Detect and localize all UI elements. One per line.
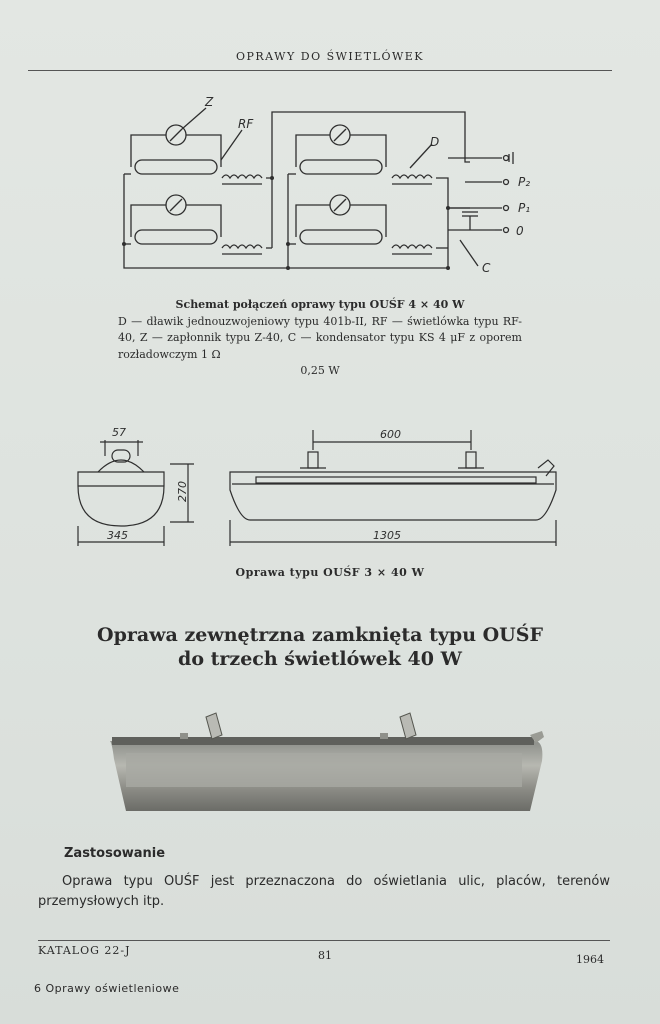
label-rf: RF	[238, 117, 254, 131]
choke-3	[391, 174, 433, 180]
dim-270: 270	[176, 481, 189, 502]
footer-rule	[38, 940, 610, 941]
dimension-drawing: 57 270 345 600 1305	[77, 426, 557, 546]
main-title: Oprawa zewnętrzna zamknięta typu OUŚF do…	[0, 623, 640, 671]
year: 1964	[576, 953, 604, 966]
label-z: Z	[204, 95, 214, 109]
luminaire-photo	[110, 712, 544, 811]
end-view-housing	[77, 471, 165, 527]
label-p1: P₁	[518, 201, 530, 215]
running-header: OPRAWY DO ŚWIETLÓWEK	[235, 50, 425, 63]
label-p2: P₂	[518, 175, 530, 189]
dim-1305: 1305	[373, 529, 401, 542]
page-number: 81	[318, 949, 332, 962]
schematic-caption: Schemat połączeń oprawy typu OUŚF 4 × 40…	[118, 297, 522, 380]
tube-1	[134, 159, 218, 175]
schematic-caption-body: D — dławik jednouzwojeniowy typu 401b-II…	[118, 314, 522, 361]
dim-57: 57	[112, 426, 126, 439]
tube-2	[134, 229, 218, 245]
section-note: 6 Oprawy oświetleniowe	[34, 982, 180, 995]
choke-4	[391, 244, 433, 250]
application-heading: Zastosowanie	[64, 846, 166, 861]
dimension-caption: Oprawa typu OUŚF 3 × 40 W	[235, 566, 425, 579]
tube-4	[299, 229, 383, 245]
wiring-schematic: Z RF D C P₂ P₁ 0	[122, 95, 530, 275]
schematic-caption-title: Schemat połączeń oprawy typu OUŚF 4 × 40…	[175, 298, 465, 311]
schematic-caption-end: 0,25 W	[300, 364, 340, 377]
dim-345: 345	[107, 529, 128, 542]
application-text: Oprawa typu OUŚF jest przeznaczona do oś…	[38, 874, 610, 909]
main-title-line1: Oprawa zewnętrzna zamknięta typu OUŚF	[97, 624, 543, 646]
dim-600: 600	[380, 428, 401, 441]
main-title-line2: do trzech świetlówek 40 W	[178, 648, 462, 670]
choke-1	[221, 174, 263, 180]
header-rule	[28, 70, 612, 71]
choke-2	[221, 244, 263, 250]
label-d: D	[430, 135, 439, 149]
tube-3	[299, 159, 383, 175]
side-view-housing	[229, 471, 557, 521]
catalog-label: KATALOG 22-J	[38, 944, 131, 957]
label-c: C	[482, 261, 491, 275]
label-zero: 0	[516, 224, 524, 238]
